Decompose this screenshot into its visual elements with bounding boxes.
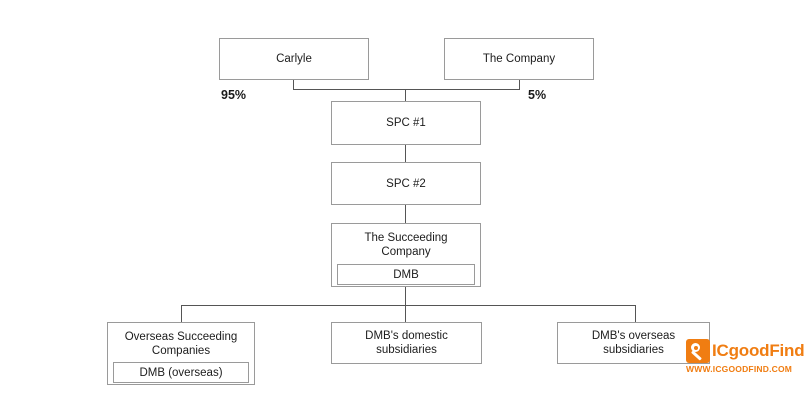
node-overseas-succeeding-companies-label: Overseas Succeeding Companies xyxy=(124,331,238,357)
magnifier-icon xyxy=(686,339,710,363)
node-carlyle-label: Carlyle xyxy=(276,53,312,65)
connector-company-down xyxy=(519,80,520,90)
connector-top-horizontal xyxy=(293,89,520,90)
node-dmb-domestic-subsidiaries[interactable]: DMB's domestic subsidiaries xyxy=(331,322,482,364)
watermark-brand-row: ICgoodFind xyxy=(686,339,805,363)
edge-label-company-share: 5% xyxy=(528,88,547,102)
node-spc-1[interactable]: SPC #1 xyxy=(331,101,481,145)
watermark: ICgoodFind WWW.ICGOODFIND.COM xyxy=(686,339,805,375)
node-the-company[interactable]: The Company xyxy=(444,38,594,80)
node-succeeding-company[interactable]: The Succeeding Company DMB xyxy=(331,223,481,287)
connector-to-spc1 xyxy=(405,89,406,101)
node-dmb-overseas-subsidiaries-label: DMB's overseas subsidiaries xyxy=(591,330,676,356)
node-carlyle[interactable]: Carlyle xyxy=(219,38,369,80)
node-dmb-overseas-label: DMB (overseas) xyxy=(139,366,223,379)
node-spc-1-label: SPC #1 xyxy=(386,117,426,129)
node-succeeding-company-label: The Succeeding Company xyxy=(364,232,448,258)
node-dmb-overseas-subsidiaries[interactable]: DMB's overseas subsidiaries xyxy=(557,322,710,364)
edge-label-carlyle-share: 95% xyxy=(221,88,247,102)
node-dmb-label: DMB xyxy=(393,268,419,281)
watermark-name: ICgoodFind xyxy=(712,341,805,360)
node-spc-2-label: SPC #2 xyxy=(386,177,426,190)
connector-spc2-to-succeeding xyxy=(405,205,406,224)
node-dmb-overseas[interactable]: DMB (overseas) xyxy=(113,362,249,383)
node-overseas-succeeding-companies[interactable]: Overseas Succeeding Companies DMB (overs… xyxy=(107,322,255,385)
connector-to-overseas-subsidiaries xyxy=(635,305,636,323)
connector-to-overseas-succeeding xyxy=(181,305,182,323)
node-spc-2[interactable]: SPC #2 xyxy=(331,162,481,205)
connector-bottom-horizontal xyxy=(181,305,636,306)
node-dmb-domestic-subsidiaries-label: DMB's domestic subsidiaries xyxy=(365,330,448,356)
connector-spc1-to-spc2 xyxy=(405,145,406,163)
node-the-company-label: The Company xyxy=(482,53,556,65)
watermark-url: WWW.ICGOODFIND.COM xyxy=(686,364,793,374)
connector-carlyle-down xyxy=(293,80,294,90)
node-dmb[interactable]: DMB xyxy=(337,264,475,285)
